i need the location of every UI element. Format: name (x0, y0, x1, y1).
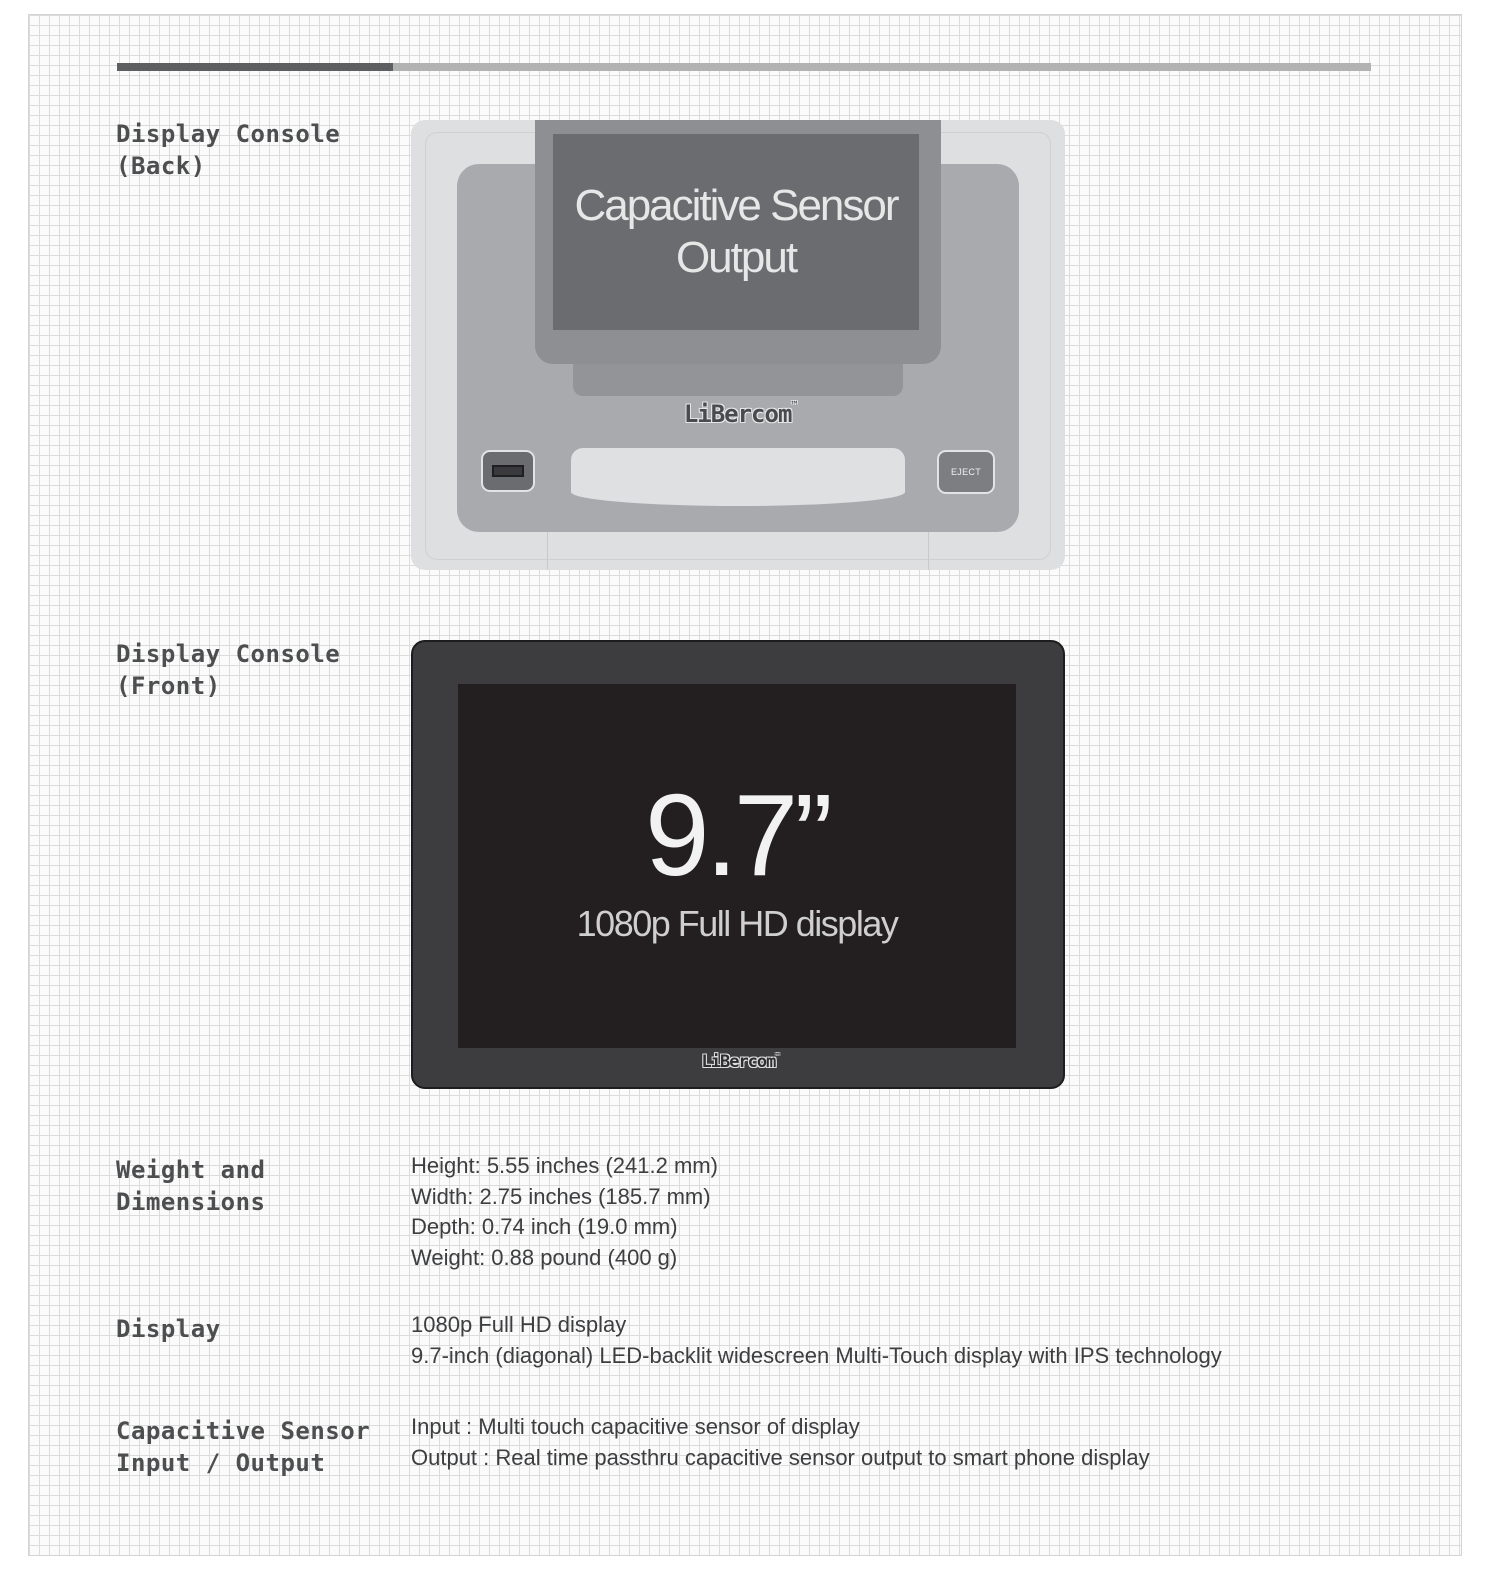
screen-size-text: 9.7” (645, 770, 833, 900)
screen-caption: 1080p Full HD display (576, 903, 899, 944)
sensor-spec-list: Input : Multi touch capacitive sensor of… (411, 1412, 1150, 1473)
trademark-symbol: ™ (775, 1052, 779, 1060)
brand-logo-text: LiBercom (701, 1052, 777, 1072)
cartridge-label-line: Capacitive Sensor (574, 181, 899, 230)
cartridge-label: Capacitive Sensor Output (553, 134, 919, 330)
progress-bar-fill (117, 63, 393, 71)
spec-line: Height: 5.55 inches (241.2 mm) (411, 1153, 718, 1178)
section-label-line: Display (116, 1315, 221, 1343)
display-console-front-illustration: 9.7” 1080p Full HD display LiBercom™ (411, 640, 1065, 1089)
spec-line: 9.7-inch (diagonal) LED-backlit widescre… (411, 1342, 1222, 1368)
dimensions-spec-list: Height: 5.55 inches (241.2 mm) Width: 2.… (411, 1151, 718, 1273)
spec-line: Width: 2.75 inches (185.7 mm) (411, 1183, 711, 1209)
console-seam (547, 532, 548, 570)
brand-logo-text: LiBercom (683, 400, 793, 428)
eject-button[interactable]: EJECT (937, 450, 995, 494)
spec-line: 1080p Full HD display (411, 1312, 627, 1337)
section-label-line: (Back) (116, 152, 206, 180)
section-label-line: Dimensions (116, 1188, 266, 1216)
trademark-symbol: ™ (791, 400, 797, 411)
section-label-display: Display (116, 1313, 221, 1345)
usb-port-icon (481, 450, 535, 492)
section-label-line: Capacitive Sensor (116, 1417, 371, 1445)
spec-line: Output : Real time passthru capacitive s… (411, 1444, 1150, 1470)
section-label-back: Display Console (Back) (116, 118, 340, 182)
display-screen: 9.7” 1080p Full HD display (458, 684, 1016, 1048)
display-console-back-illustration: Capacitive Sensor Output LiBercom™ EJECT (411, 120, 1065, 570)
section-label-line: Weight and (116, 1156, 266, 1184)
brand-logo: LiBercom™ (690, 1052, 790, 1072)
brand-logo: LiBercom™ (665, 400, 815, 428)
console-seam (928, 532, 929, 570)
section-label-front: Display Console (Front) (116, 638, 340, 702)
usb-slot (492, 465, 524, 477)
display-spec-list: 1080p Full HD display 9.7-inch (diagonal… (411, 1310, 1222, 1371)
section-label-line: (Front) (116, 672, 221, 700)
spec-line: Depth: 0.74 inch (19.0 mm) (411, 1214, 678, 1239)
section-label-line: Display Console (116, 640, 341, 668)
cartridge-label-line: Output (675, 233, 798, 282)
section-label-line: Input / Output (116, 1449, 326, 1477)
section-label-sensor: Capacitive Sensor Input / Output (116, 1415, 370, 1479)
section-label-line: Display Console (116, 120, 341, 148)
progress-bar (117, 63, 1371, 71)
section-label-dimensions: Weight and Dimensions (116, 1154, 266, 1218)
cartridge-slot (571, 448, 905, 506)
eject-button-label: EJECT (950, 467, 981, 477)
spec-line: Input : Multi touch capacitive sensor of… (411, 1414, 860, 1439)
spec-line: Weight: 0.88 pound (400 g) (411, 1244, 678, 1270)
